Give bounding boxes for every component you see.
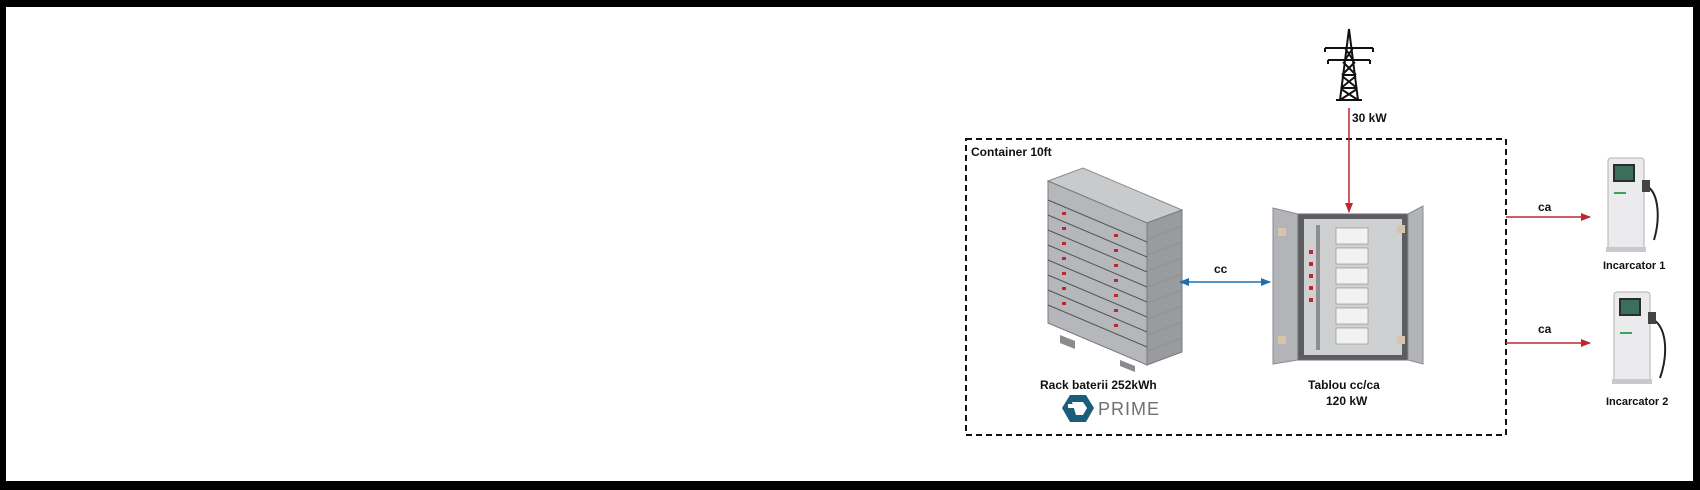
prime-logo-icon bbox=[1062, 395, 1094, 422]
ac-label-2: ca bbox=[1538, 322, 1552, 336]
container-box bbox=[965, 138, 1507, 436]
ev-charger-icon bbox=[1606, 157, 1659, 252]
container-label: Container 10ft bbox=[971, 145, 1052, 159]
ac-label-1: ca bbox=[1538, 200, 1552, 214]
brand-label: PRIME bbox=[1098, 399, 1161, 419]
charger-1-label: Incarcator 1 bbox=[1603, 260, 1666, 272]
cabinet-label-line1: Tablou cc/ca bbox=[1308, 378, 1380, 392]
grid-power-label: 30 kW bbox=[1352, 111, 1387, 125]
battery-rack-icon bbox=[1046, 167, 1184, 372]
ev-charger-icon bbox=[1612, 291, 1667, 384]
power-tower-icon bbox=[1324, 28, 1374, 101]
dc-link-label: cc bbox=[1214, 262, 1228, 276]
battery-label: Rack baterii 252kWh bbox=[1040, 378, 1157, 392]
cabinet-icon bbox=[1272, 205, 1424, 365]
charger-2-label: Incarcator 2 bbox=[1606, 396, 1669, 408]
cabinet-label-line2: 120 kW bbox=[1326, 394, 1368, 408]
